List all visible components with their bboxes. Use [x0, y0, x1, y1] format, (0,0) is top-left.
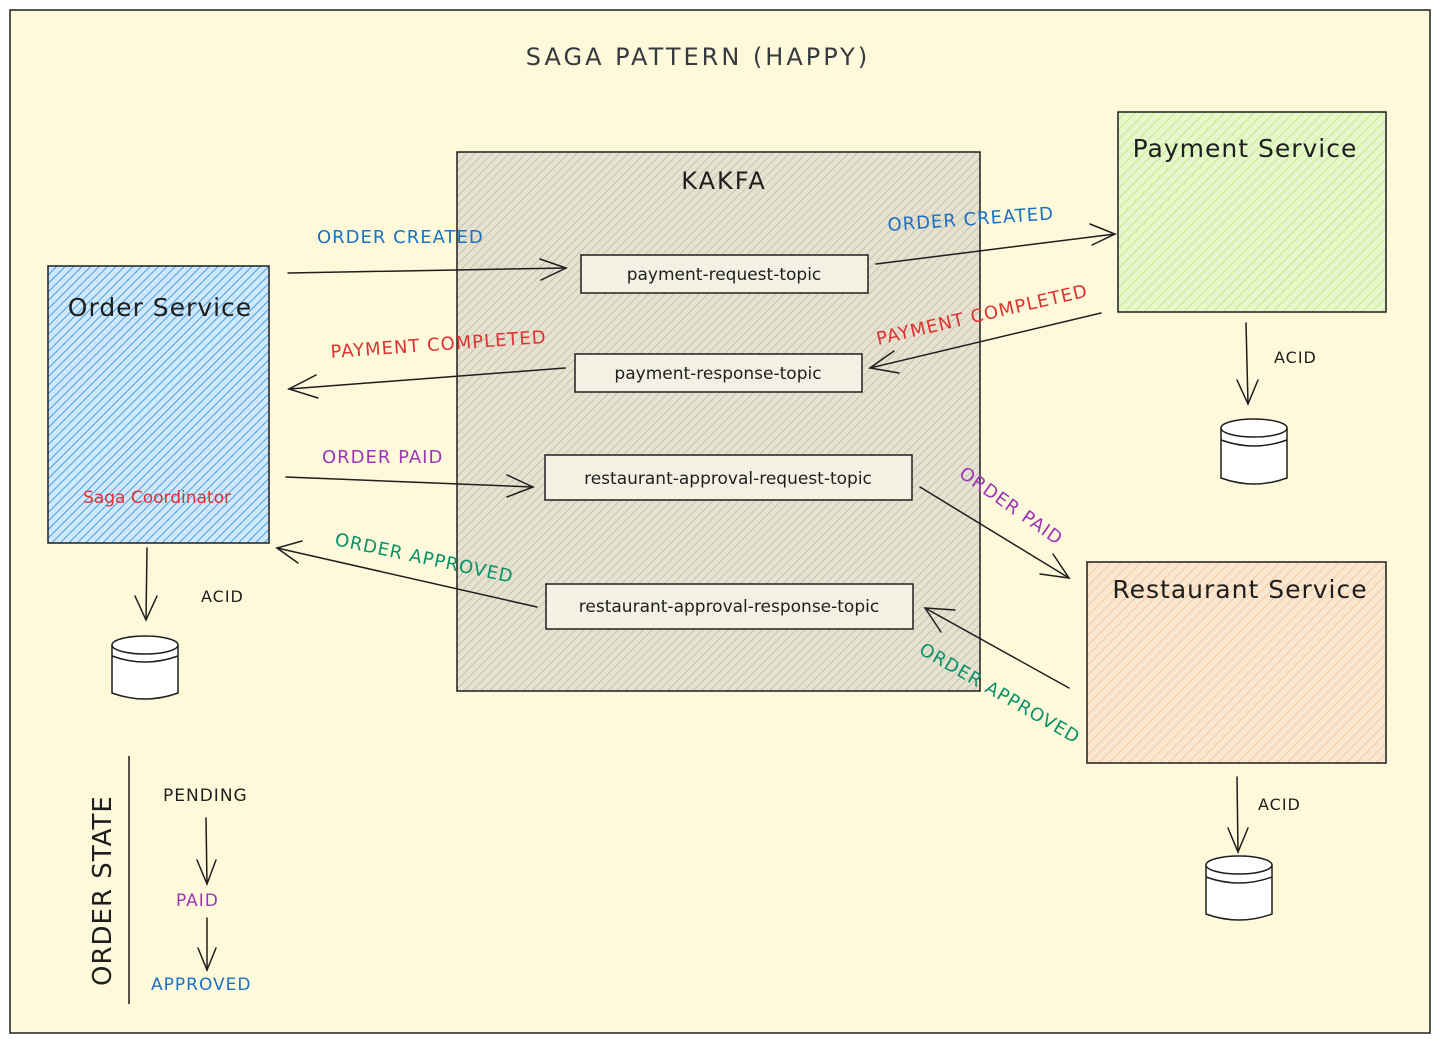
arrow-paid-to-approved: [197, 917, 217, 972]
topic-restaurant-response: restaurant-approval-response-topic: [545, 583, 914, 630]
arrow-pending-to-paid: [196, 817, 217, 887]
topic-payment-request: payment-request-topic: [580, 254, 869, 294]
topic-restaurant-request: restaurant-approval-request-topic: [544, 454, 913, 501]
topic-payment-request-label: payment-request-topic: [627, 265, 822, 285]
arrow-order-to-payment-request: [287, 258, 568, 281]
order-service-label: Order Service: [68, 293, 252, 322]
payment-service: Payment Service: [1117, 111, 1387, 313]
state-pending: PENDING: [163, 786, 248, 806]
arrow-payment-to-db: [1236, 322, 1259, 406]
order-state-legend: ORDER STATE PENDING PAID APPROVED: [88, 756, 252, 1004]
restaurant-service-label: Restaurant Service: [1112, 575, 1367, 604]
arrow-order-to-db: [134, 547, 158, 622]
kafka-label: KAKFA: [681, 167, 767, 195]
acid-label-restaurant: ACID: [1258, 795, 1301, 814]
state-paid: PAID: [176, 891, 219, 911]
acid-label-order: ACID: [201, 587, 244, 606]
event-order-paid-left: ORDER PAID: [322, 447, 443, 468]
arrow-restaurant-service-to-restaurant-response: [923, 607, 1070, 689]
arrow-restaurant-to-db: [1227, 776, 1249, 854]
topic-restaurant-response-label: restaurant-approval-response-topic: [579, 597, 879, 617]
topic-payment-response: payment-response-topic: [574, 353, 863, 393]
diagram-title: SAGA PATTERN (HAPPY): [526, 43, 870, 71]
state-approved: APPROVED: [151, 975, 252, 995]
arrow-order-to-restaurant-request: [285, 474, 535, 498]
arrow-payment-request-to-payment-service: [875, 223, 1117, 265]
acid-label-payment: ACID: [1274, 348, 1317, 367]
order-service: Order Service Saga Coordinator: [47, 265, 270, 544]
arrow-restaurant-response-to-order: [275, 540, 538, 608]
topic-payment-response-label: payment-response-topic: [614, 364, 821, 384]
restaurant-service: Restaurant Service: [1086, 561, 1387, 764]
topic-restaurant-request-label: restaurant-approval-request-topic: [584, 469, 872, 489]
arrow-payment-service-to-payment-response: [868, 312, 1102, 374]
payment-service-label: Payment Service: [1133, 134, 1358, 163]
database-icon-restaurant: [1205, 855, 1273, 921]
event-order-created-left: ORDER CREATED: [317, 227, 484, 248]
database-icon-order: [111, 635, 179, 700]
order-state-heading: ORDER STATE: [88, 795, 118, 986]
arrow-restaurant-request-to-restaurant-service: [919, 486, 1071, 579]
arrow-payment-response-to-order: [287, 367, 566, 399]
database-icon-payment: [1220, 418, 1288, 485]
saga-coordinator-label: Saga Coordinator: [83, 488, 231, 508]
